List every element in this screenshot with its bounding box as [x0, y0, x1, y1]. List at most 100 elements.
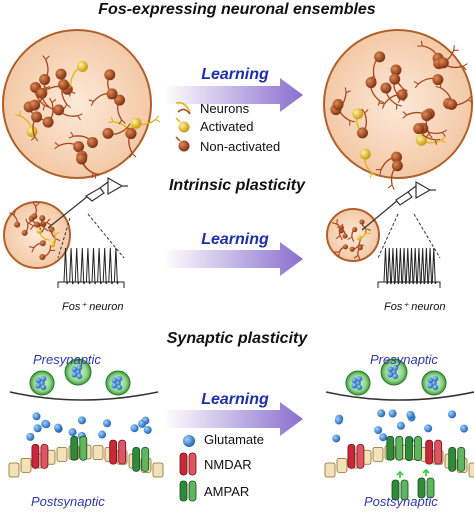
non-activated-neuron [347, 226, 358, 242]
title-synaptic: Synaptic plasticity [166, 330, 308, 347]
zoom-lines-left [57, 213, 125, 259]
postsynaptic-label-right: Postsynaptic [364, 494, 438, 509]
synaptic-vesicle [105, 370, 131, 396]
legend-nmdar-label: NMDAR [204, 457, 252, 472]
non-activated-neuron [29, 83, 51, 111]
non-activated-neuron [31, 201, 40, 220]
legend-glutamate-icon [183, 435, 195, 447]
non-activated-neuron [389, 73, 405, 104]
legend-neurons-label: Neurons [200, 101, 250, 116]
ampar-receptor [386, 435, 404, 461]
zoom-lines-right [377, 213, 441, 259]
fos-neuron-label-right: Fos⁺ neuron [384, 301, 446, 313]
activated-neuron [65, 60, 88, 88]
activated-neuron [415, 134, 446, 146]
title-intrinsic: Intrinsic plasticity [168, 177, 306, 194]
nmdar-receptor [347, 443, 365, 469]
legend-neuron-icon [175, 101, 191, 115]
glutamate-molecule [77, 416, 86, 425]
action-potential-spike [63, 247, 69, 285]
non-activated-neuron [125, 128, 137, 158]
non-activated-neuron [55, 68, 76, 97]
action-potential-spike [80, 247, 86, 285]
non-activated-neuron [437, 57, 468, 71]
non-activated-neuron [39, 55, 51, 86]
action-potential-spike [420, 247, 426, 285]
glutamate-molecule [377, 409, 386, 418]
action-potential-spike [409, 247, 415, 285]
non-activated-neuron [365, 77, 385, 106]
learning-label-1: Learning [201, 66, 269, 83]
glutamate-molecule [143, 425, 152, 434]
legend-non-activated-label: Non-activated [200, 139, 281, 154]
activated-neuron [130, 115, 161, 129]
glutamate-molecule [424, 424, 433, 433]
glutamate-molecule [379, 433, 388, 442]
learning-label-3: Learning [201, 391, 269, 408]
action-potential-spike [431, 247, 437, 285]
activated-neuron [359, 148, 377, 178]
presynaptic-label-left: Presynaptic [33, 352, 101, 367]
legend-ampar-label: AMPAR [204, 484, 250, 499]
presynaptic-membrane [325, 391, 474, 401]
spike-trace-right [377, 247, 441, 288]
presynaptic-membrane [9, 391, 159, 401]
non-activated-neuron [39, 215, 49, 233]
glutamate-molecule [374, 426, 383, 435]
nmdar-receptor [109, 439, 127, 465]
non-activated-neuron [39, 245, 55, 261]
action-potential-spike [398, 247, 404, 285]
glutamate-molecule [103, 419, 112, 428]
electrode-left [47, 176, 128, 229]
action-potential-spike [424, 247, 430, 285]
non-activated-neuron [332, 99, 355, 126]
action-potential-spike [383, 247, 389, 285]
glutamate-molecule [332, 434, 341, 443]
synaptic-vesicle [380, 358, 408, 386]
glutamate-molecule [130, 424, 139, 433]
title-ensembles: Fos-expressing neuronal ensembles [98, 1, 376, 18]
non-activated-neuron [54, 141, 85, 153]
action-potential-spike [394, 247, 400, 285]
non-activated-neuron [30, 111, 43, 142]
non-activated-neuron [435, 82, 458, 110]
synapse-right [324, 358, 474, 501]
glutamate-molecule [460, 424, 469, 433]
non-activated-neuron [9, 210, 21, 228]
glutamate-molecule [33, 424, 42, 433]
action-potential-spike [428, 247, 434, 285]
non-activated-neuron [375, 151, 403, 175]
action-potential-spike [69, 247, 75, 285]
ampar-receptor [405, 436, 422, 461]
non-activated-neuron [114, 94, 126, 125]
action-potential-spike [402, 247, 408, 285]
glutamate-molecule [448, 410, 457, 419]
non-activated-neuron [380, 82, 402, 110]
non-activated-neuron [353, 245, 363, 261]
learning-label-2: Learning [201, 231, 269, 248]
electrode-right [361, 180, 436, 231]
action-potential-spike [85, 247, 91, 285]
action-potential-spike [102, 247, 108, 285]
non-activated-neuron [349, 239, 364, 252]
neurons-right [330, 40, 473, 190]
legend-non-activated-icon [175, 136, 190, 152]
neurons-left [14, 55, 161, 179]
ampar-insertion [391, 470, 409, 501]
non-activated-neuron [413, 74, 444, 89]
ampar-insertion [417, 468, 435, 499]
non-activated-neuron [356, 108, 369, 139]
small-circle-left [3, 201, 71, 269]
learning-arrow-3 [163, 402, 303, 436]
non-activated-neuron [53, 104, 83, 121]
glutamate-molecule [42, 420, 51, 429]
legend-glutamate-label: Glutamate [204, 432, 264, 447]
small-neurons [9, 201, 372, 261]
non-activated-neuron [33, 218, 52, 228]
action-potential-spike [416, 247, 422, 285]
synaptic-vesicle [29, 370, 55, 396]
glutamate-molecule [26, 432, 35, 441]
action-potential-spike [390, 247, 396, 285]
legend-activated-icon [175, 117, 190, 133]
